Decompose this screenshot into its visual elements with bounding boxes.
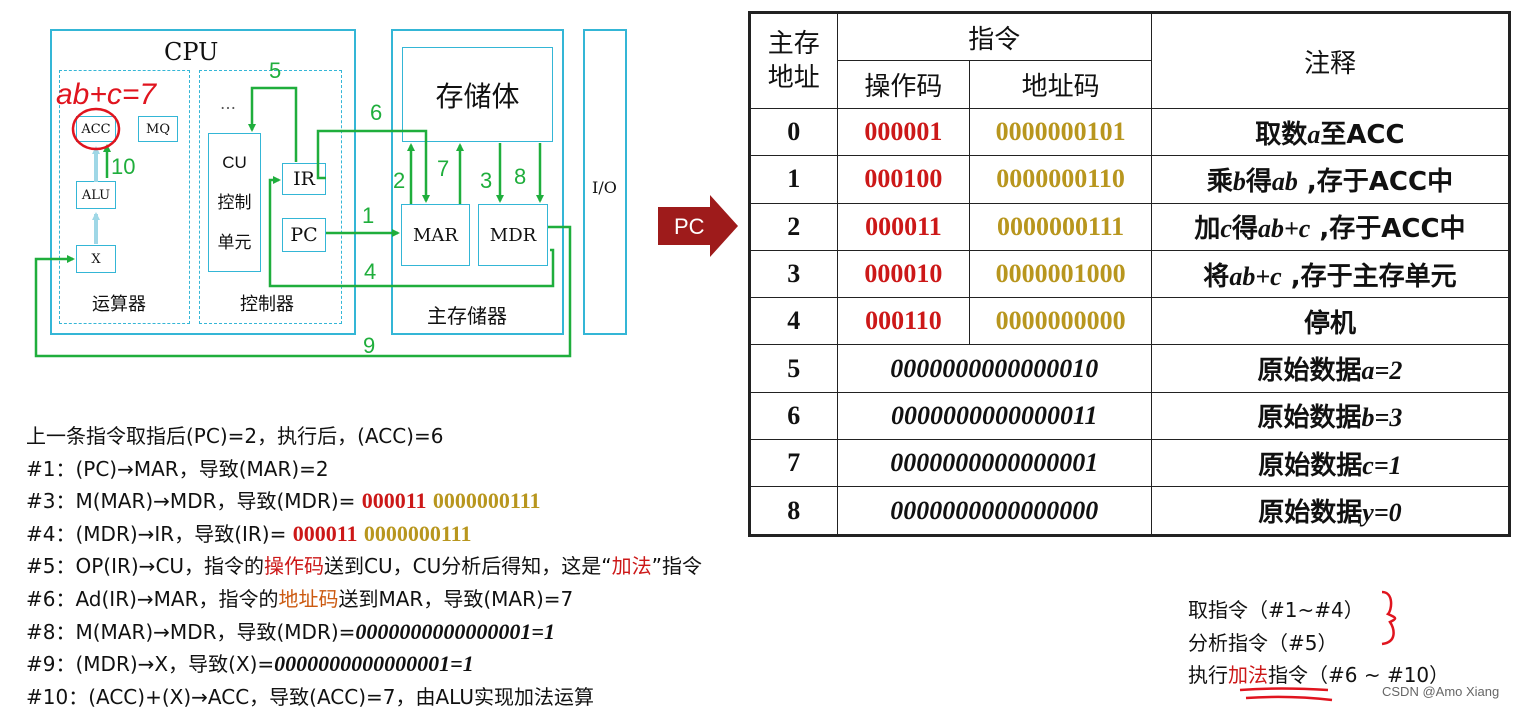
- header-addrcode: 地址码: [969, 60, 1152, 109]
- mar-register: MAR: [401, 204, 470, 266]
- acc-register: ACC: [76, 116, 116, 142]
- cu-unit: CU 控制 单元: [208, 133, 261, 272]
- phase-fetch: 取指令（#1~#4）: [1188, 598, 1364, 622]
- memory-box: [391, 29, 564, 335]
- alu-register: ALU: [76, 181, 116, 209]
- table-row: 0 000001 0000000101 取数a至ACC: [749, 107, 1511, 157]
- table-row: 5 0000000000000010 原始数据a=2: [749, 344, 1511, 393]
- underline-mark: [1239, 687, 1333, 702]
- step-4: #4：(MDR)→IR，导致(IR)= 000011 0000000111: [26, 520, 472, 546]
- step-number-3: 3: [480, 168, 493, 193]
- pc-arrow-label: PC: [674, 214, 705, 239]
- storage-label: 存储体: [435, 79, 520, 113]
- acc-circle-mark: [71, 107, 121, 151]
- data-path-wires: ab+c=7: [34, 78, 572, 358]
- step-intro: 上一条指令取指后(PC)=2，执行后，(ACC)=6: [26, 424, 444, 448]
- io-label: I/O: [592, 178, 617, 197]
- phase-brace-mark: [1381, 590, 1397, 646]
- step-number-8: 8: [514, 164, 527, 189]
- step-number-1: 1: [362, 203, 375, 228]
- step-8: #8：M(MAR)→MDR，导致(MDR)=0000000000000001=1: [26, 618, 555, 644]
- watermark: CSDN @Amo Xiang: [1382, 684, 1500, 699]
- table-row: 6 0000000000000011 原始数据b=3: [749, 391, 1511, 441]
- control-unit-label: 控制器: [240, 294, 294, 315]
- phase-execute: 执行加法指令（#6 ~ #10）: [1188, 663, 1450, 687]
- alu-unit-box: [59, 70, 190, 324]
- step-number-6: 6: [370, 100, 383, 125]
- io-box: [583, 29, 627, 335]
- program-table: 主存 地址 指令 注释 操作码 地址码 0 000001 0000000101 …: [748, 11, 1511, 537]
- handwritten-note: ab+c=7: [56, 78, 157, 111]
- table-row: 4 000110 0000000000 停机: [749, 297, 1511, 346]
- step-5: #5：OP(IR)→CU，指令的操作码送到CU，CU分析后得知，这是“加法”指令: [26, 554, 702, 579]
- pc-register: PC: [282, 218, 326, 252]
- table-row: 8 0000000000000000 原始数据y=0: [749, 486, 1511, 536]
- step-number-9: 9: [363, 333, 376, 358]
- step-6: #6：Ad(IR)→MAR，指令的地址码送到MAR，导致(MAR)=7: [26, 586, 574, 611]
- x-register: X: [76, 245, 116, 273]
- control-unit-box: [199, 70, 342, 324]
- step-number-4: 4: [364, 259, 377, 284]
- mq-register: MQ: [138, 116, 178, 142]
- mdr-register: MDR: [478, 204, 548, 266]
- table-row: 7 0000000000000001 原始数据c=1: [749, 439, 1511, 488]
- step-number-5: 5: [269, 58, 282, 83]
- step-1: #1：(PC)→MAR，导致(MAR)=2: [26, 456, 329, 481]
- cpu-box: [50, 29, 356, 335]
- header-comment: 注释: [1150, 12, 1511, 109]
- execution-steps: 上一条指令取指后(PC)=2，执行后，(ACC)=6 #1：(PC)→MAR，导…: [26, 420, 702, 713]
- alu-unit-label: 运算器: [92, 294, 146, 315]
- header-instruction: 指令: [836, 12, 1152, 61]
- table-row: 1 000100 0000000110 乘b得ab ,存于ACC中: [749, 155, 1511, 204]
- step-number-7: 7: [437, 156, 450, 181]
- step-number-2: 2: [393, 168, 406, 193]
- step-9: #9：(MDR)→X，导致(X)=0000000000000001=1: [26, 651, 474, 677]
- storage-body: 存储体: [402, 47, 553, 142]
- table-row: 2 000011 0000000111 加c得ab+c ,存于ACC中: [749, 202, 1511, 251]
- header-address: 主存 地址: [749, 12, 838, 109]
- table-row: 3 000010 0000001000 将ab+c ,存于主存单元: [749, 249, 1511, 299]
- step-number-10: 10: [111, 154, 136, 179]
- memory-label: 主存储器: [427, 304, 507, 328]
- cu-dots: …: [220, 94, 236, 113]
- cpu-label: CPU: [164, 38, 219, 66]
- step-10: #10：(ACC)+(X)→ACC，导致(ACC)=7，由ALU实现加法运算: [26, 684, 594, 709]
- phase-decode: 分析指令（#5）: [1188, 631, 1338, 655]
- pc-arrow: [658, 195, 738, 257]
- step-3: #3：M(MAR)→MDR，导致(MDR)= 000011 0000000111: [26, 488, 541, 514]
- header-opcode: 操作码: [836, 60, 971, 109]
